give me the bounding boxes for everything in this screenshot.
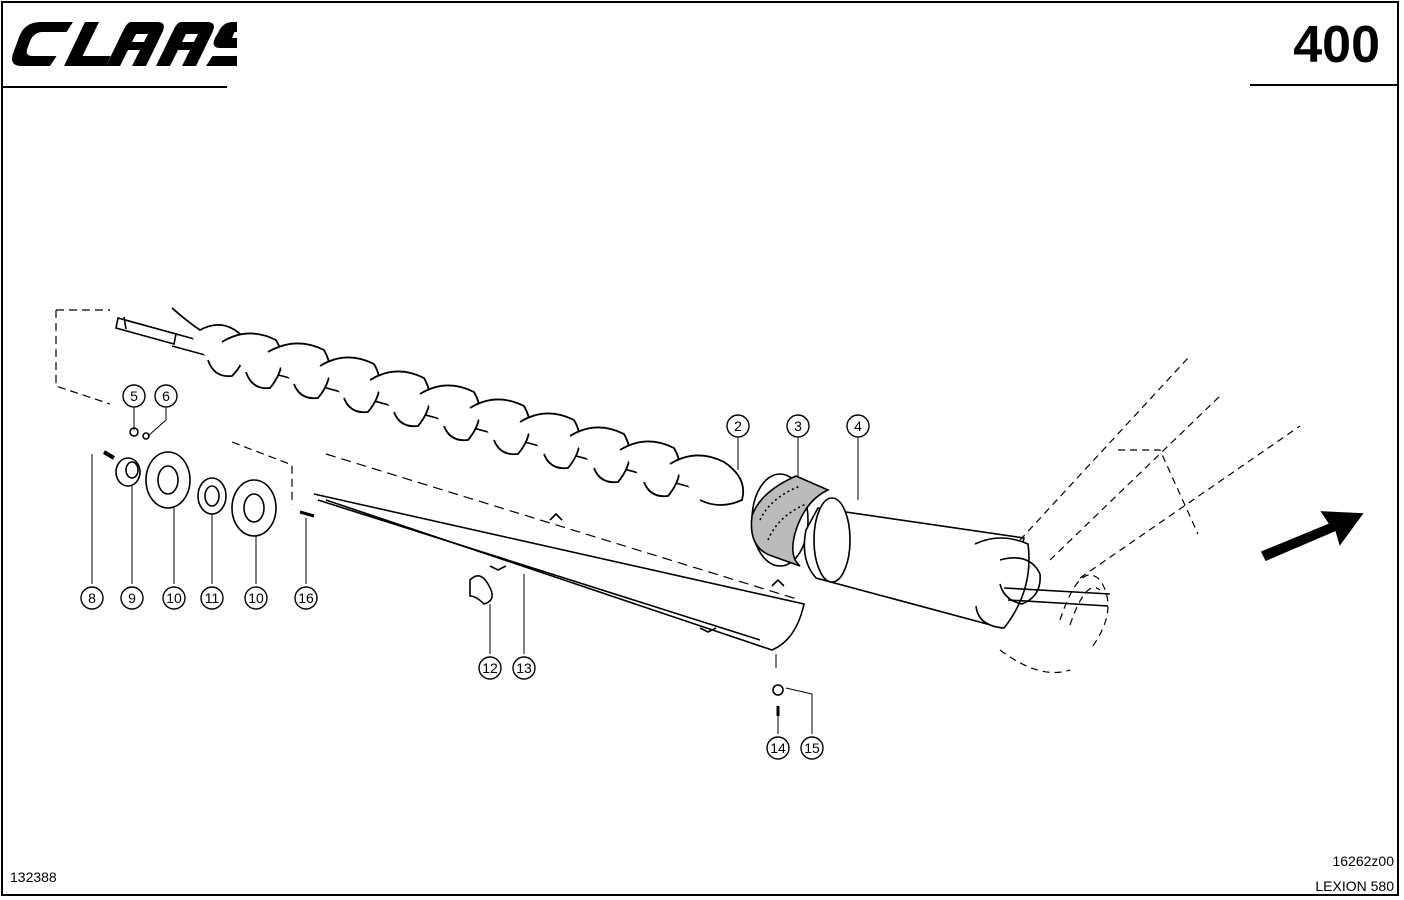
auger-flighting <box>171 307 745 506</box>
callout-6: 6 <box>162 388 170 404</box>
claas-logo <box>12 22 237 66</box>
callout-3: 3 <box>794 418 802 434</box>
clip-part-12 <box>469 575 493 605</box>
callout-12: 12 <box>482 660 498 676</box>
callout-11: 11 <box>205 590 220 606</box>
shaft-end-left <box>115 316 177 345</box>
callout-10-b: 10 <box>248 590 264 606</box>
callout-circles <box>80 384 870 760</box>
header-rule-right <box>1250 84 1398 86</box>
direction-arrow <box>1260 511 1364 562</box>
collar-part-3 <box>750 473 830 567</box>
trough-part-13 <box>313 453 805 651</box>
callout-16: 16 <box>298 590 314 606</box>
callout-15: 15 <box>804 740 820 756</box>
dashed-drum <box>999 357 1301 674</box>
callout-13: 13 <box>516 660 532 676</box>
callout-14: 14 <box>770 740 786 756</box>
callout-9: 9 <box>128 590 136 606</box>
callout-10-a: 10 <box>166 590 182 606</box>
drawing-reference: 132388 <box>10 869 57 885</box>
dashed-bracket-left <box>55 309 111 405</box>
figure-code: 16262z00 <box>1332 853 1394 869</box>
callout-5: 5 <box>130 388 138 404</box>
callout-4: 4 <box>854 418 862 434</box>
callout-2: 2 <box>734 418 742 434</box>
cylinder-part-4 <box>803 497 1111 629</box>
footer-right: 16262z00 LEXION 580 <box>1315 849 1394 899</box>
leader-lines <box>91 408 859 734</box>
page-number: 400 <box>1293 16 1380 74</box>
callout-8: 8 <box>88 590 96 606</box>
header-rule-left <box>2 86 227 88</box>
small-parts-left <box>102 427 784 716</box>
model-name: LEXION 580 <box>1315 878 1394 894</box>
